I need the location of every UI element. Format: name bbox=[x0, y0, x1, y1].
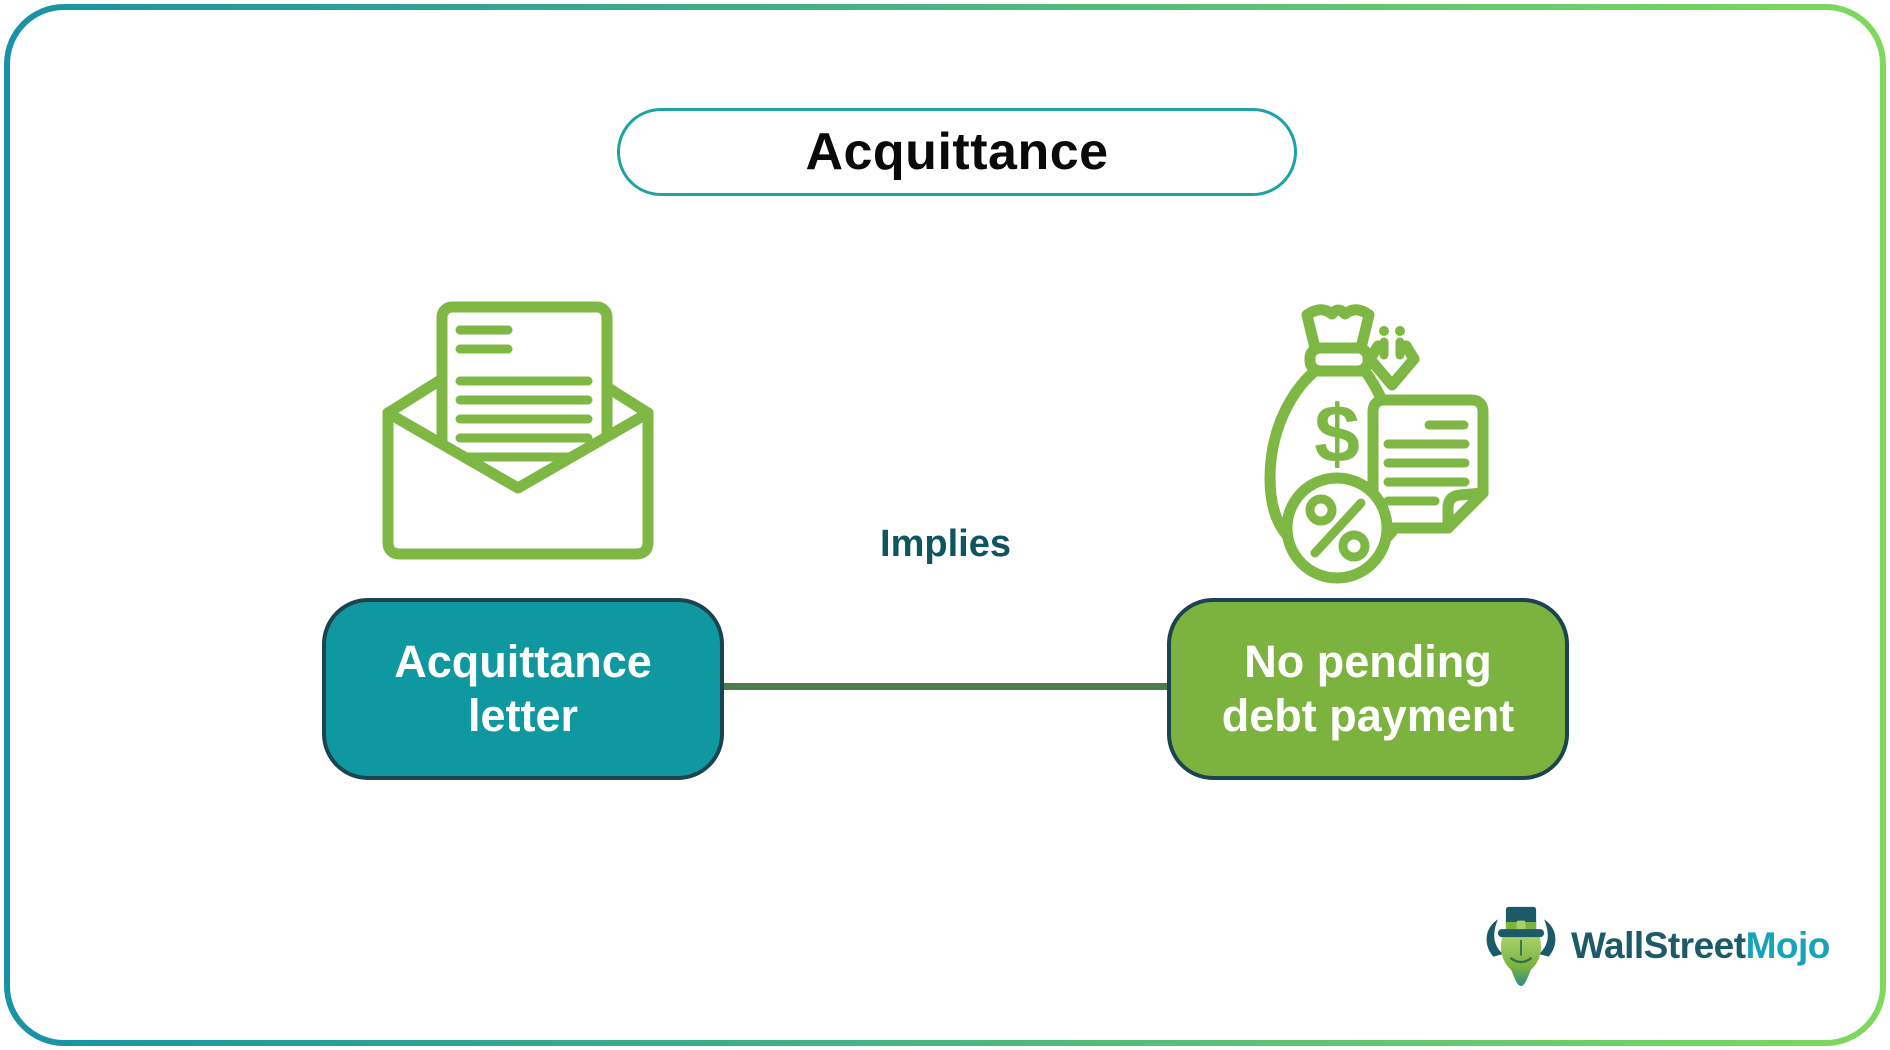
page-title: Acquittance bbox=[805, 123, 1109, 181]
bull-muzzle bbox=[1510, 957, 1532, 964]
envelope-back-fold-left bbox=[382, 373, 448, 419]
right-box-label-line2: debt payment bbox=[1221, 690, 1515, 741]
logo-text-wallstreet: WallStreet bbox=[1571, 925, 1746, 966]
bull-right-horn bbox=[1538, 919, 1556, 957]
dollar-sign: $ bbox=[1314, 389, 1360, 480]
left-box-label-line2: letter bbox=[467, 690, 579, 741]
percent-icon bbox=[1281, 472, 1393, 584]
bull-left-horn bbox=[1486, 919, 1504, 957]
hat-buckle bbox=[1516, 920, 1526, 932]
envelope-body-fill bbox=[388, 413, 648, 554]
envelope-front-flap bbox=[382, 407, 654, 494]
wallstreetmojo-logo: WallStreetMojo bbox=[1481, 900, 1830, 992]
logo-wordmark: WallStreetMojo bbox=[1571, 925, 1830, 967]
hat-brim bbox=[1497, 929, 1545, 938]
no-debt-icon: $ bbox=[1264, 304, 1489, 584]
acquittance-letter-box: Acquittance letter bbox=[322, 598, 724, 780]
bull-logo-icon bbox=[1486, 906, 1556, 986]
left-box-label-line1: Acquittance bbox=[394, 636, 652, 687]
no-pending-debt-box: No pending debt payment bbox=[1167, 598, 1569, 780]
open-envelope-letter-icon bbox=[382, 301, 654, 560]
logo-text-mojo: Mojo bbox=[1745, 925, 1831, 966]
envelope-body-outline bbox=[382, 407, 654, 560]
document-icon bbox=[1367, 394, 1489, 534]
down-arrow-icon bbox=[1364, 326, 1420, 391]
title-pill: Acquittance bbox=[617, 108, 1297, 196]
relation-label: Implies bbox=[880, 523, 1011, 565]
right-box-label-line1: No pending bbox=[1244, 636, 1492, 687]
connector-line bbox=[722, 683, 1169, 690]
